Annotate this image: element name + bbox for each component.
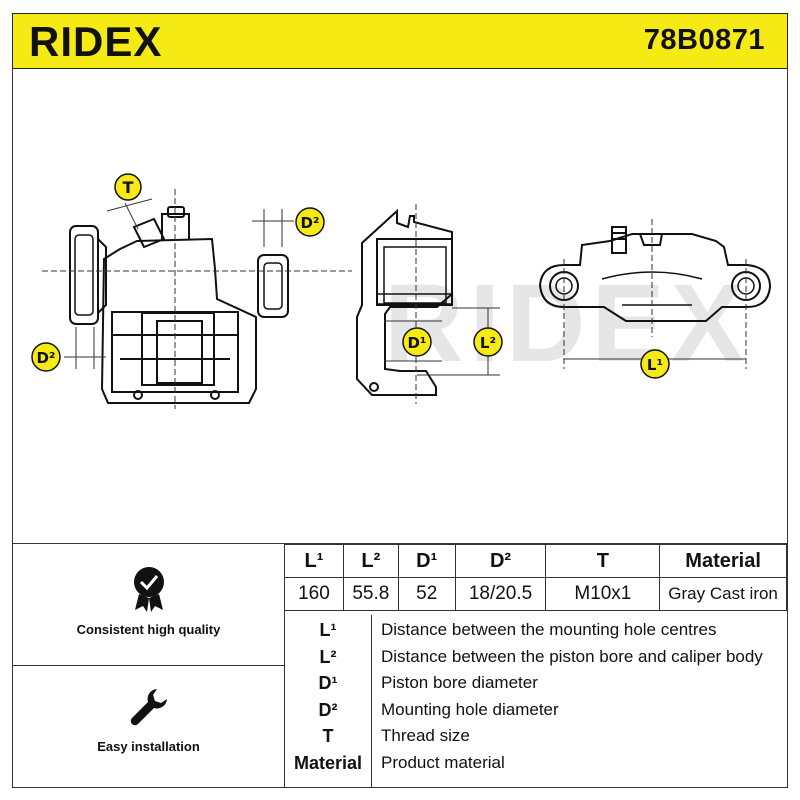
spec-value-d2: 18/20.5 bbox=[454, 577, 547, 611]
legend-description: Product material bbox=[381, 752, 505, 772]
spec-header-t: T bbox=[545, 544, 661, 578]
quality-check-icon bbox=[133, 567, 164, 612]
spec-value-row: 160 55.8 52 18/20.5 M10x1 Gray Cast iron bbox=[284, 577, 787, 611]
feature-label-quality: Consistent high quality bbox=[76, 622, 221, 637]
feature-installation: Easy installation bbox=[13, 665, 284, 787]
spec-header-material: Material bbox=[659, 544, 787, 578]
label-d2-top: D² bbox=[300, 214, 319, 232]
spec-value-l1: 160 bbox=[284, 577, 344, 611]
legend-description: Mounting hole diameter bbox=[381, 699, 559, 719]
legend-symbol: L¹ bbox=[319, 620, 337, 640]
legend-symbol: L² bbox=[319, 646, 337, 667]
feature-panel: Consistent high quality Easy installatio… bbox=[13, 544, 285, 787]
legend-description: Distance between the mounting hole centr… bbox=[381, 620, 717, 639]
label-t: T bbox=[123, 178, 134, 197]
wrench-icon bbox=[130, 689, 167, 726]
spec-value-material: Gray Cast iron bbox=[659, 577, 787, 611]
brand-logo: RIDEX bbox=[29, 22, 162, 62]
legend-row: T Thread size bbox=[285, 723, 788, 750]
part-number: 78B0871 bbox=[643, 24, 765, 56]
legend-symbol: T bbox=[322, 726, 334, 746]
legend-row: L² Distance between the piston bore and … bbox=[285, 644, 788, 671]
legend-description: Distance between the piston bore and cal… bbox=[381, 646, 763, 666]
legend-divider bbox=[371, 615, 372, 787]
spec-value-t: M10x1 bbox=[545, 577, 661, 611]
legend-symbol: D² bbox=[318, 699, 338, 720]
label-l1: L¹ bbox=[647, 356, 663, 374]
drawing-frame bbox=[12, 69, 788, 543]
technical-drawing: RIDEX bbox=[31, 173, 772, 409]
legend-description: Thread size bbox=[381, 726, 470, 745]
label-d2-left: D² bbox=[36, 349, 55, 367]
spec-header-d1: D¹ bbox=[397, 544, 456, 578]
legend-symbol: Material bbox=[293, 752, 363, 773]
legend-row: D² Mounting hole diameter bbox=[285, 697, 788, 724]
legend-description: Piston bore diameter bbox=[381, 673, 538, 692]
spec-header-row: L¹ L² D¹ D² T Material bbox=[284, 544, 787, 578]
spec-header-d2: D² bbox=[454, 544, 547, 578]
spec-section: Consistent high quality Easy installatio… bbox=[12, 543, 788, 788]
legend-symbol: D¹ bbox=[318, 673, 338, 693]
header-bar: RIDEX 78B0871 bbox=[12, 13, 788, 69]
legend-row: L¹ Distance between the mounting hole ce… bbox=[285, 617, 788, 644]
dimension-legend: L¹ Distance between the mounting hole ce… bbox=[285, 615, 788, 787]
label-d1: D¹ bbox=[407, 334, 426, 352]
feature-quality: Consistent high quality bbox=[13, 544, 284, 666]
legend-row: D¹ Piston bore diameter bbox=[285, 670, 788, 697]
brand-name: RIDEX bbox=[29, 22, 162, 62]
legend-row: Material Product material bbox=[285, 750, 788, 777]
label-l2: L² bbox=[480, 334, 496, 352]
caliper-front-view bbox=[69, 206, 289, 404]
spec-header-l2: L² bbox=[342, 544, 399, 578]
spec-value-d1: 52 bbox=[397, 577, 456, 611]
spec-value-l2: 55.8 bbox=[342, 577, 399, 611]
watermark: RIDEX bbox=[384, 262, 750, 385]
spec-table: L¹ L² D¹ D² T Material 160 55.8 52 18/20… bbox=[284, 544, 787, 611]
caliper-side-view bbox=[356, 208, 453, 396]
spec-header-l1: L¹ bbox=[284, 544, 344, 578]
feature-label-installation: Easy installation bbox=[97, 739, 200, 754]
dimension-labels: T D² D² D¹ L² L¹ bbox=[31, 173, 670, 379]
